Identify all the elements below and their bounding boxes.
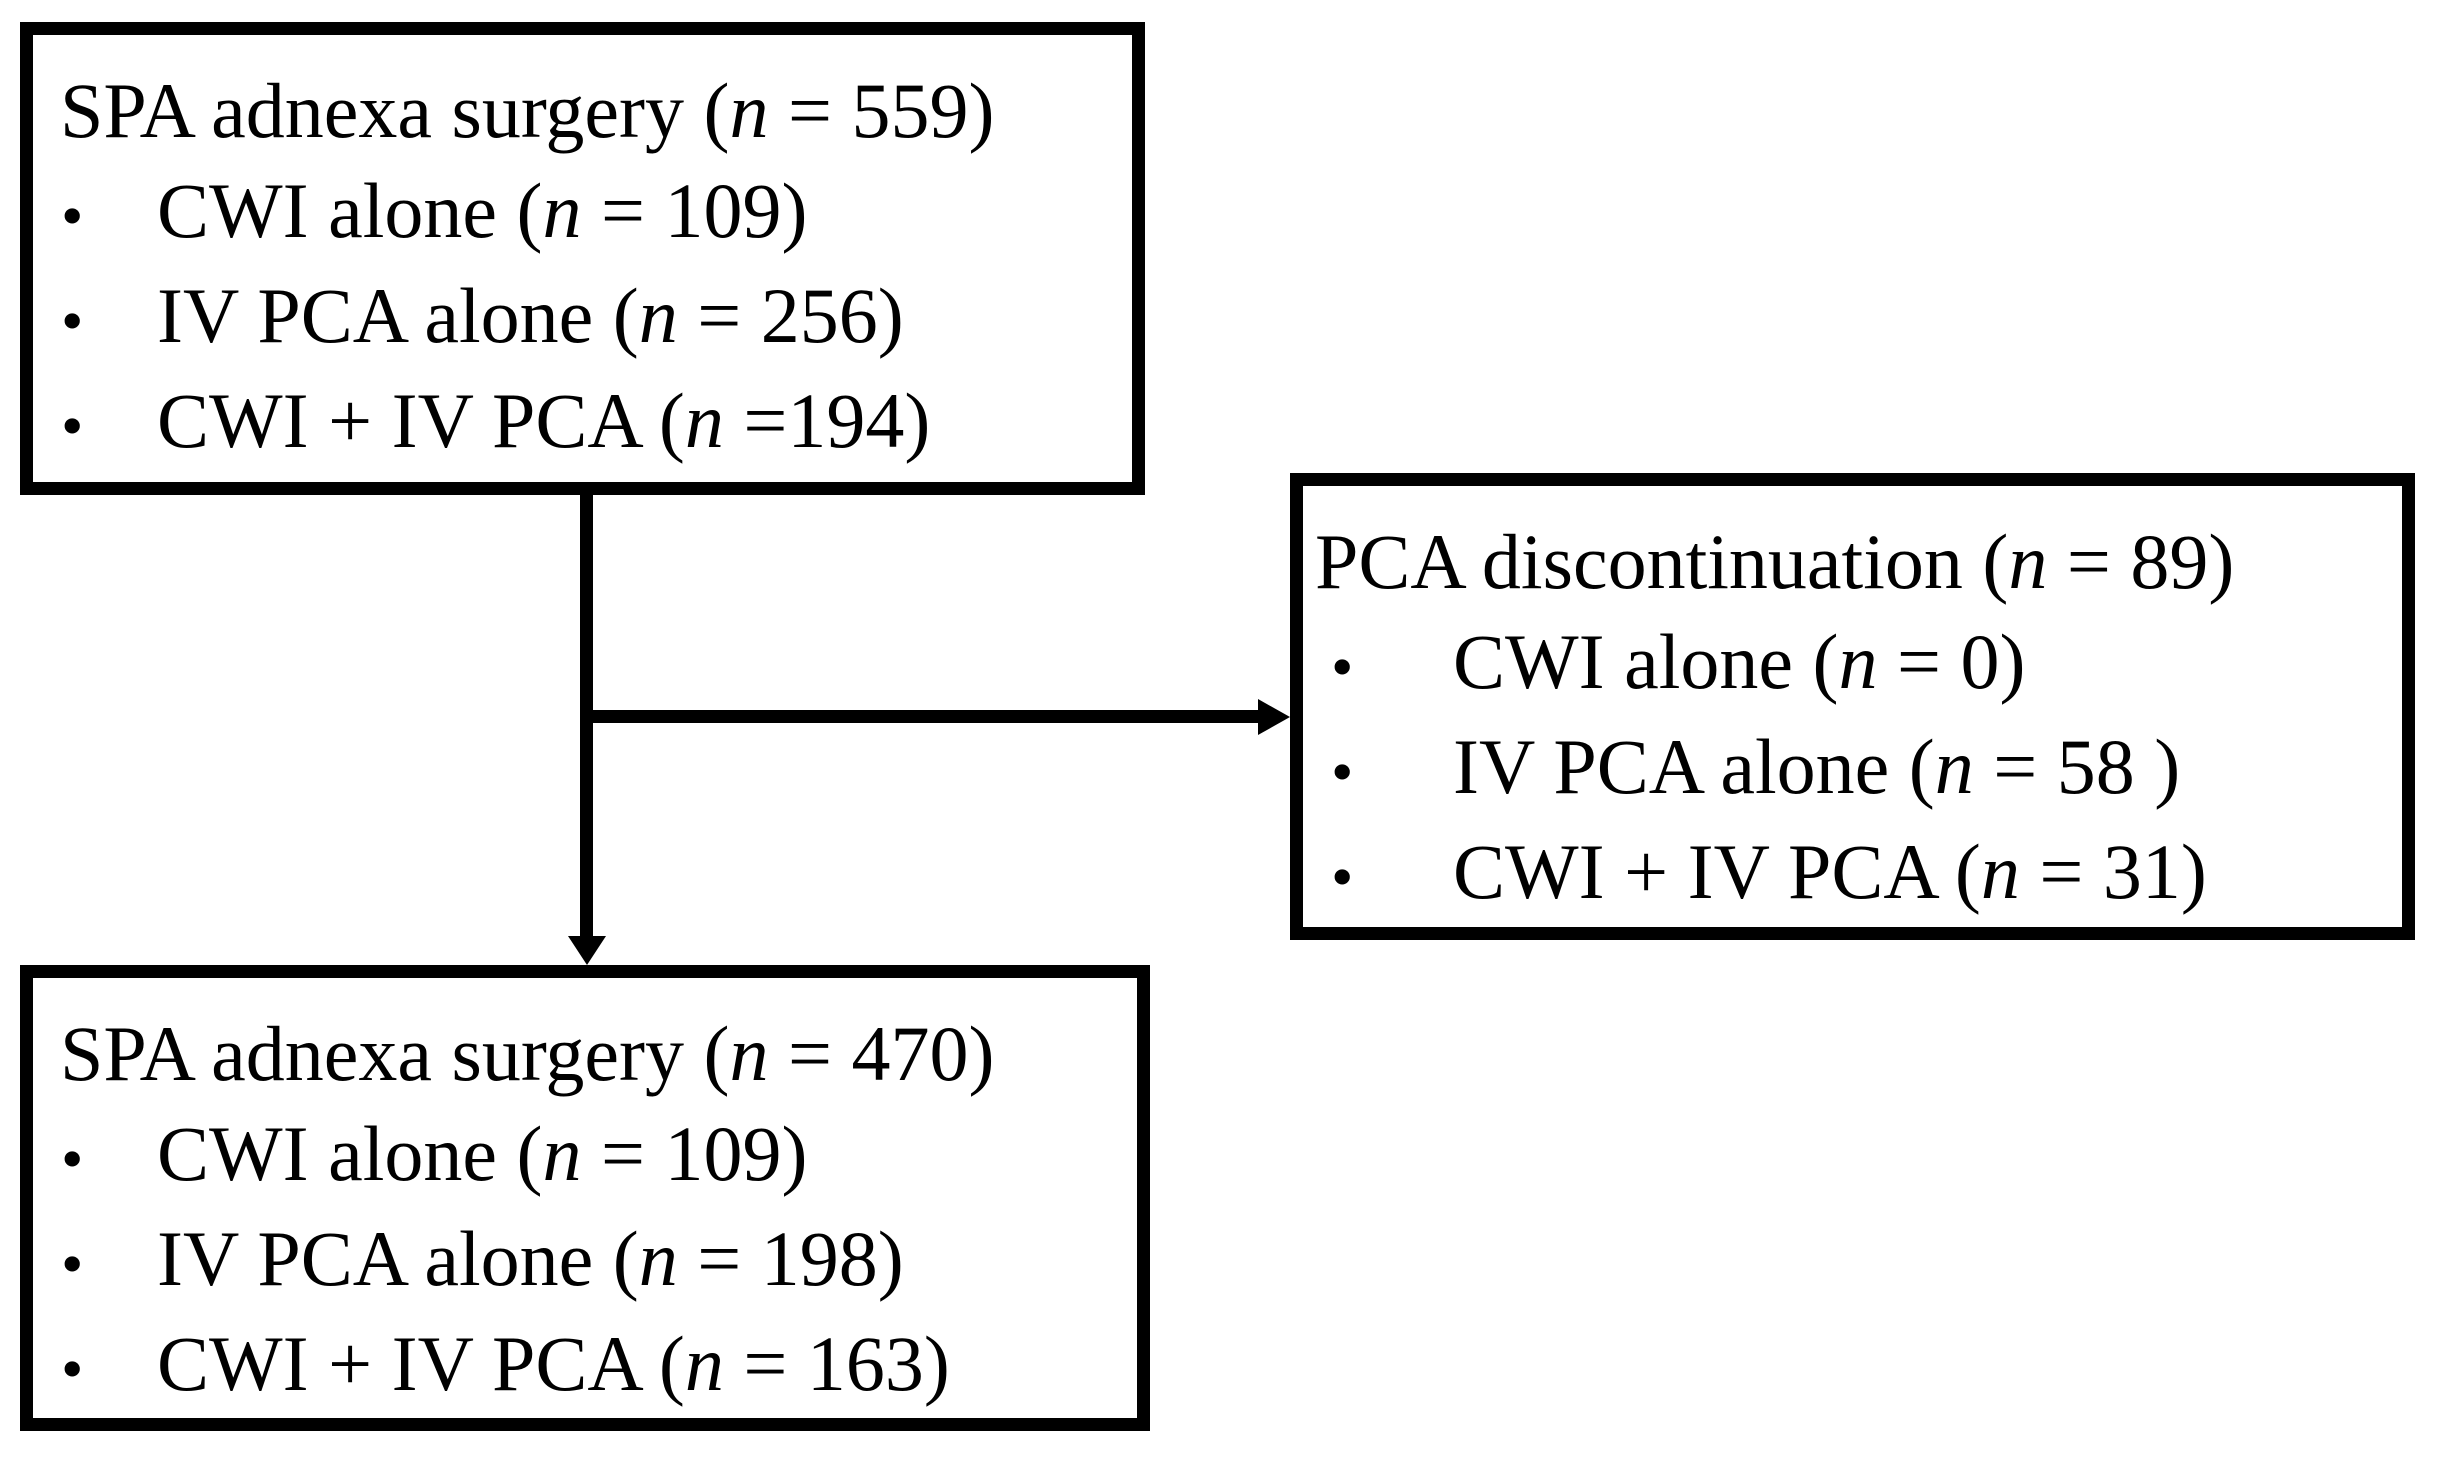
bullet-icon: • — [61, 1123, 84, 1194]
list-item-text: IV PCA alone (n = 58 ) — [1453, 723, 2181, 810]
node-pca-discontinuation: PCA discontinuation (n = 89) • CWI alone … — [1290, 473, 2415, 940]
list-item-text: CWI alone (n = 0) — [1453, 618, 2026, 705]
arrowhead-down-icon — [568, 936, 606, 965]
title-post: = 470) — [768, 1010, 995, 1097]
list-item-text: CWI alone (n = 109) — [157, 1110, 808, 1197]
node-spa-surgery-initial: SPA adnexa surgery (n = 559) • CWI alone … — [20, 22, 1145, 495]
bullet-icon: • — [61, 390, 84, 461]
title-n-var: n — [729, 67, 769, 154]
list-item-text: CWI + IV PCA (n =194) — [157, 377, 931, 464]
list-item: • CWI alone (n = 109) — [33, 161, 1132, 266]
title-pre: SPA adnexa surgery ( — [60, 1010, 730, 1097]
bullet-icon: • — [1331, 631, 1354, 702]
list-item: • CWI alone (n = 109) — [33, 1104, 1137, 1209]
title-pre: PCA discontinuation ( — [1315, 518, 2009, 605]
list-item-text: IV PCA alone (n = 198) — [157, 1215, 904, 1302]
list-item-text: CWI alone (n = 109) — [157, 167, 808, 254]
node-title: SPA adnexa surgery (n = 559) — [33, 61, 1132, 161]
bullet-icon: • — [61, 180, 84, 251]
title-pre: SPA adnexa surgery ( — [60, 67, 730, 154]
title-n-var: n — [2008, 518, 2048, 605]
bullet-icon: • — [61, 1333, 84, 1404]
list-item: • IV PCA alone (n = 198) — [33, 1209, 1137, 1314]
node-title: PCA discontinuation (n = 89) — [1303, 512, 2402, 612]
connector-branch-to-right — [580, 710, 1260, 723]
list-item: • IV PCA alone (n = 256) — [33, 266, 1132, 371]
list-item: • CWI + IV PCA (n = 31) — [1303, 822, 2402, 927]
list-item-text: IV PCA alone (n = 256) — [157, 272, 904, 359]
title-n-var: n — [729, 1010, 769, 1097]
bullet-icon: • — [1331, 736, 1354, 807]
title-post: = 559) — [768, 67, 995, 154]
list-item: • CWI + IV PCA (n =194) — [33, 371, 1132, 476]
node-title: SPA adnexa surgery (n = 470) — [33, 1004, 1137, 1104]
list-item: • CWI alone (n = 0) — [1303, 612, 2402, 717]
arrowhead-right-icon — [1258, 699, 1290, 735]
list-item: • IV PCA alone (n = 58 ) — [1303, 717, 2402, 822]
list-item-text: CWI + IV PCA (n = 163) — [157, 1320, 950, 1407]
bullet-icon: • — [61, 285, 84, 356]
list-item: • CWI + IV PCA (n = 163) — [33, 1314, 1137, 1419]
title-post: = 89) — [2047, 518, 2235, 605]
bullet-icon: • — [61, 1228, 84, 1299]
bullet-icon: • — [1331, 841, 1354, 912]
node-spa-surgery-final: SPA adnexa surgery (n = 470) • CWI alone … — [20, 965, 1150, 1431]
list-item-text: CWI + IV PCA (n = 31) — [1453, 828, 2207, 915]
